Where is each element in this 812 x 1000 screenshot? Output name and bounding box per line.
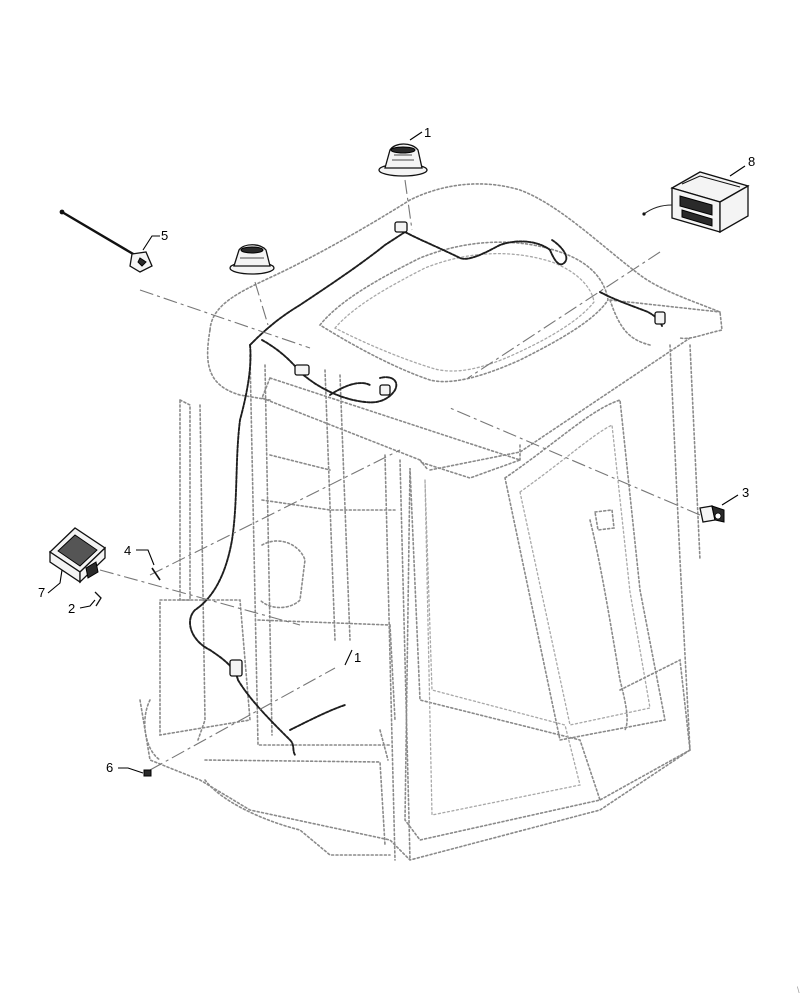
callouts: 1 8 5 3 4 7 2 6 bbox=[38, 125, 755, 775]
pin bbox=[151, 567, 161, 581]
callout-1: 1 bbox=[424, 125, 431, 140]
leader-lines bbox=[99, 179, 701, 771]
corner-mark: \ bbox=[797, 985, 800, 995]
roof-speaker-2 bbox=[229, 244, 275, 275]
screw bbox=[143, 769, 152, 777]
antenna bbox=[59, 209, 153, 273]
callout-8: 8 bbox=[748, 154, 755, 169]
radio-unit bbox=[642, 171, 750, 234]
callout-7: 7 bbox=[38, 585, 45, 600]
roof-speaker-1 bbox=[378, 143, 428, 177]
wiring-harness: 1 bbox=[189, 221, 666, 756]
callout-3: 3 bbox=[742, 485, 749, 500]
callout-6: 6 bbox=[106, 760, 113, 775]
cab-outline bbox=[139, 183, 723, 861]
callout-5: 5 bbox=[161, 228, 168, 243]
harness-tag-label: 1 bbox=[354, 650, 361, 665]
connector-plug bbox=[699, 505, 725, 523]
bracket bbox=[94, 591, 102, 607]
display-module bbox=[48, 527, 107, 584]
callout-2: 2 bbox=[68, 601, 75, 616]
callout-4: 4 bbox=[124, 543, 131, 558]
